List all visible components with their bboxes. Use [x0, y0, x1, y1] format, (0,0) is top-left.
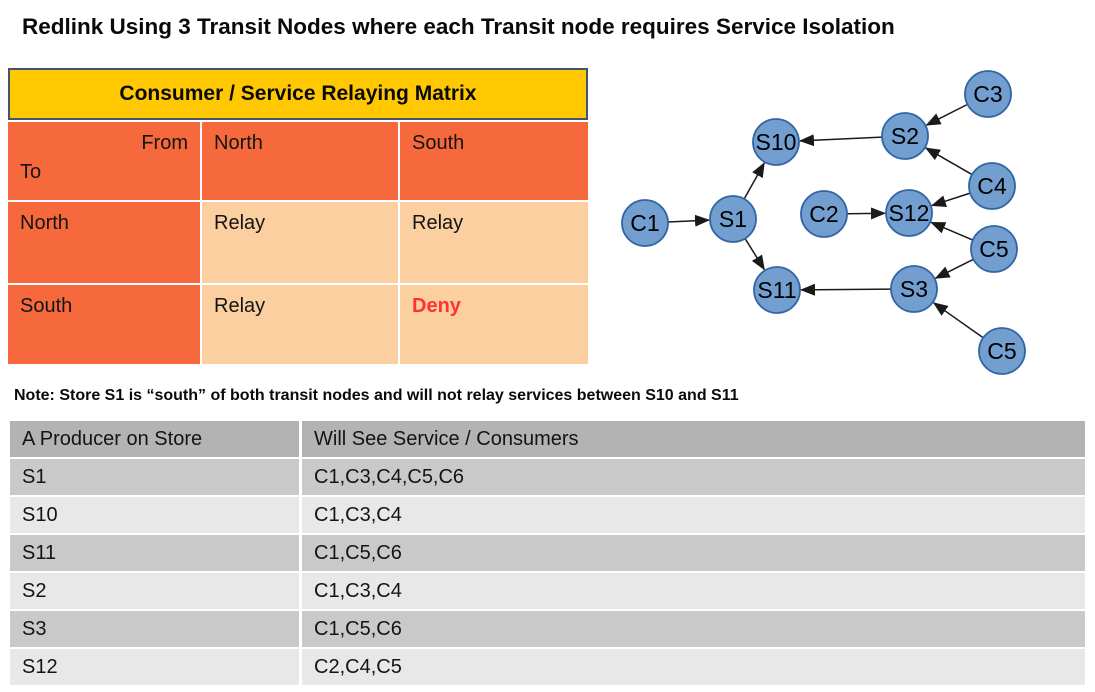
diagram-edges — [667, 103, 984, 339]
node-S3: S3 — [890, 265, 938, 313]
node-label-S2: S2 — [891, 123, 919, 149]
table-row: S1 C1,C3,C4,C5,C6 — [10, 458, 1085, 497]
edge-S1-to-S11 — [744, 238, 765, 271]
node-circle-C5a — [970, 225, 1018, 273]
matrix-corner-from: From — [141, 132, 188, 154]
consumers-cell: C2,C4,C5 — [300, 648, 1085, 687]
node-circle-C3 — [964, 70, 1012, 118]
store-cell: S10 — [10, 496, 302, 535]
node-C3: C3 — [964, 70, 1012, 118]
node-S10: S10 — [752, 118, 800, 166]
node-circle-C5b — [978, 327, 1026, 375]
node-C2: C2 — [800, 190, 848, 238]
node-circle-S10 — [752, 118, 800, 166]
matrix-row-header-south: South — [8, 285, 200, 364]
matrix-cell-north-south: Relay — [400, 202, 588, 283]
node-circle-C4 — [968, 162, 1016, 210]
node-label-C3: C3 — [973, 81, 1002, 107]
node-C4: C4 — [968, 162, 1016, 210]
node-S1: S1 — [709, 195, 757, 243]
node-circle-S1 — [709, 195, 757, 243]
consumers-cell: C1,C3,C4,C5,C6 — [300, 458, 1085, 497]
producer-table: A Producer on Store Will See Service / C… — [10, 421, 1085, 687]
node-circle-C1 — [621, 199, 669, 247]
relaying-matrix-grid: From To North South North Relay Relay So… — [8, 122, 588, 364]
edge-C4-to-S2 — [924, 147, 973, 176]
node-label-C5b: C5 — [987, 338, 1016, 364]
node-C5a: C5 — [970, 225, 1018, 273]
node-circle-C2 — [800, 190, 848, 238]
node-circle-S11 — [753, 266, 801, 314]
producer-table-header-store: A Producer on Store — [10, 421, 302, 459]
edge-C5a-to-S3 — [934, 258, 974, 279]
node-C5b: C5 — [978, 327, 1026, 375]
node-circle-S3 — [890, 265, 938, 313]
matrix-col-header-north: North — [202, 122, 398, 200]
store-cell: S11 — [10, 534, 302, 573]
matrix-cell-south-south-deny: Deny — [400, 285, 588, 364]
node-label-S12: S12 — [889, 200, 930, 226]
node-label-S1: S1 — [719, 206, 747, 232]
edge-S3-to-S11 — [799, 283, 892, 296]
relaying-matrix: Consumer / Service Relaying Matrix From … — [8, 68, 588, 364]
node-label-S3: S3 — [900, 276, 928, 302]
table-row: S11 C1,C5,C6 — [10, 534, 1085, 573]
edge-S2-to-S10 — [798, 134, 883, 147]
node-label-C1: C1 — [630, 210, 659, 236]
matrix-corner-cell: From To — [8, 122, 200, 200]
consumers-cell: C1,C3,C4 — [300, 496, 1085, 535]
producer-table-header-row: A Producer on Store Will See Service / C… — [10, 421, 1085, 459]
table-row: S12 C2,C4,C5 — [10, 648, 1085, 687]
node-C1: C1 — [621, 199, 669, 247]
node-label-S11: S11 — [757, 277, 796, 303]
node-S12: S12 — [885, 189, 933, 237]
consumers-cell: C1,C5,C6 — [300, 610, 1085, 649]
matrix-corner-to: To — [20, 161, 42, 183]
note-text: Note: Store S1 is “south” of both transi… — [14, 387, 739, 404]
consumers-cell: C1,C5,C6 — [300, 534, 1085, 573]
node-circle-S12 — [885, 189, 933, 237]
edge-C1-to-S1 — [667, 214, 711, 227]
consumers-cell: C1,C3,C4 — [300, 572, 1085, 611]
edge-S1-to-S10 — [743, 162, 765, 200]
producer-table-header-services: Will See Service / Consumers — [300, 421, 1085, 459]
store-cell: S1 — [10, 458, 302, 497]
table-row: S10 C1,C3,C4 — [10, 496, 1085, 535]
node-label-C2: C2 — [809, 201, 838, 227]
edge-C3-to-S2 — [925, 103, 968, 126]
store-cell: S3 — [10, 610, 302, 649]
store-cell: S12 — [10, 648, 302, 687]
node-label-S10: S10 — [756, 129, 797, 155]
node-S2: S2 — [881, 112, 929, 160]
store-cell: S2 — [10, 572, 302, 611]
relaying-matrix-title: Consumer / Service Relaying Matrix — [8, 68, 588, 120]
node-label-C5a: C5 — [979, 236, 1008, 262]
edge-C4-to-S12 — [930, 192, 971, 207]
matrix-row-header-north: North — [8, 202, 200, 283]
edge-C5a-to-S12 — [930, 221, 974, 241]
node-label-C4: C4 — [977, 173, 1007, 199]
edge-C5b-to-S3 — [932, 302, 984, 339]
table-row: S3 C1,C5,C6 — [10, 610, 1085, 649]
matrix-cell-north-north: Relay — [202, 202, 398, 283]
node-S11: S11 — [753, 266, 801, 314]
page-title: Redlink Using 3 Transit Nodes where each… — [22, 14, 895, 39]
matrix-col-header-south: South — [400, 122, 588, 200]
node-circle-S2 — [881, 112, 929, 160]
table-row: S2 C1,C3,C4 — [10, 572, 1085, 611]
matrix-cell-south-north: Relay — [202, 285, 398, 364]
